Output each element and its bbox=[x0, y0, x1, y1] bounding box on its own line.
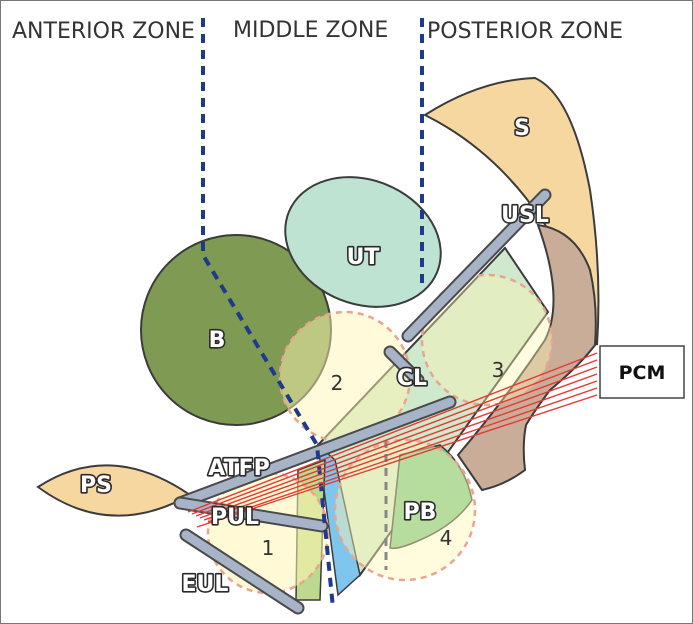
sacrum bbox=[422, 76, 600, 346]
ligaments bbox=[173, 188, 552, 615]
pcm-line-6 bbox=[207, 387, 598, 523]
pcm-label: PCM bbox=[619, 362, 666, 384]
pcm-line-5 bbox=[203, 380, 598, 521]
circle-3 bbox=[420, 273, 554, 407]
pcm-box bbox=[599, 345, 685, 399]
middle-zone-label: MIDDLE ZONE bbox=[233, 18, 388, 43]
pcm-lines bbox=[187, 352, 598, 528]
atfp-label: ATFP bbox=[208, 456, 269, 481]
eul-ligament bbox=[181, 530, 303, 613]
circle-4 bbox=[333, 438, 477, 582]
usl-ligament bbox=[403, 190, 550, 341]
pcm-line-1 bbox=[187, 352, 598, 513]
usl-label: USL bbox=[501, 203, 549, 228]
circle-2-number: 2 bbox=[331, 371, 344, 395]
posterior-zone-label: POSTERIOR ZONE bbox=[427, 19, 623, 44]
anterior-middle-divider bbox=[201, 18, 335, 609]
pb-label: PB bbox=[404, 500, 437, 525]
sacrum-label: S bbox=[514, 116, 530, 141]
pcm-line-2 bbox=[191, 359, 598, 515]
anterior-zone-label: ANTERIOR ZONE bbox=[12, 19, 195, 44]
pcm-line-4 bbox=[199, 373, 598, 519]
pcm-line-7 bbox=[196, 394, 598, 528]
atfp-ligament bbox=[175, 397, 455, 508]
cl-label: CL bbox=[397, 366, 427, 391]
eul-label: EUL bbox=[182, 572, 229, 597]
bladder-label: B bbox=[209, 328, 226, 353]
pul-label: PUL bbox=[211, 505, 259, 530]
zone-lines bbox=[201, 18, 424, 609]
pul-ligament bbox=[175, 498, 327, 531]
circle-3-number: 3 bbox=[492, 358, 505, 382]
cl-ligament bbox=[385, 347, 423, 385]
circle-1-number: 1 bbox=[262, 536, 275, 560]
pcm-line-3 bbox=[195, 366, 598, 517]
uterus bbox=[284, 176, 442, 308]
uterus-label: UT bbox=[347, 245, 380, 270]
ps-label: PS bbox=[80, 473, 112, 498]
vaginal-lumen bbox=[316, 443, 361, 597]
circle-4-number: 4 bbox=[440, 526, 453, 550]
